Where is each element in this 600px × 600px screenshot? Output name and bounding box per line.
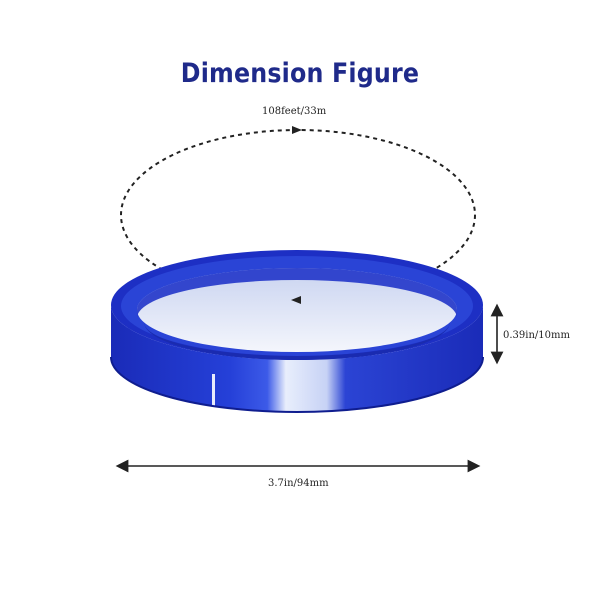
width-label: 0.39in/10mm	[503, 330, 570, 341]
page-title: Dimension Figure	[180, 58, 420, 89]
tape-roll-icon	[110, 250, 484, 413]
length-label: 108feet/33m	[262, 106, 327, 117]
dashed-ellipse-icon	[120, 129, 476, 301]
ellipse-arrow-top-icon	[292, 126, 302, 134]
ellipse-arrow-bottom-icon	[291, 296, 301, 304]
diameter-label: 3.7in/94mm	[268, 478, 329, 489]
